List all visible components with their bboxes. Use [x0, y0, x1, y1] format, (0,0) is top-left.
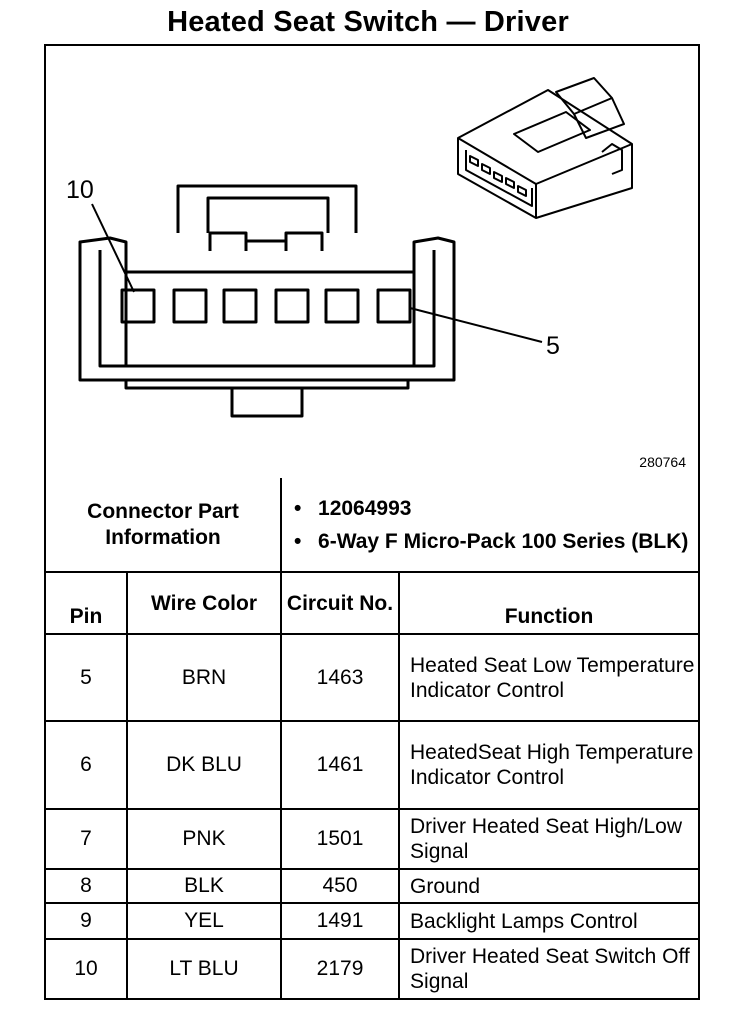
table-row: 8 BLK 450 Ground: [46, 868, 699, 904]
connector-info-label: Connector Part Information: [46, 478, 283, 573]
table-row: 9 YEL 1491 Backlight Lamps Control: [46, 902, 699, 940]
connector-drawing: [78, 77, 633, 418]
header-wire-color: Wire Color: [125, 571, 283, 635]
wire-color-cell: BRN: [125, 633, 283, 722]
function-cell: Heated Seat Low Temperature Indicator Co…: [398, 633, 699, 722]
callout-pin-first: 10: [66, 176, 94, 204]
function-cell: Driver Heated Seat High/Low Signal: [398, 808, 699, 870]
pin-cell: 6: [46, 720, 128, 810]
connector-info-item: • 6-Way F Micro-Pack 100 Series (BLK): [294, 529, 689, 553]
pin-cell: 10: [46, 938, 128, 998]
page-title: Heated Seat Switch — Driver: [167, 6, 569, 38]
connector-frame: 10 5 280764 Connector Part Information •…: [44, 44, 700, 1000]
header-pin: Pin: [46, 571, 128, 635]
circuit-cell: 2179: [280, 938, 401, 998]
wire-color-cell: LT BLU: [125, 938, 283, 998]
header-circuit-no: Circuit No.: [280, 571, 401, 635]
function-cell: HeatedSeat High Temperature Indicator Co…: [398, 720, 699, 810]
header-row: Pin Wire Color Circuit No. Function: [46, 571, 699, 635]
pinout-table: Connector Part Information • 12064993 • …: [46, 478, 699, 998]
table-row: 10 LT BLU 2179 Driver Heated Seat Switch…: [46, 938, 699, 998]
connector-info-list: • 12064993 • 6-Way F Micro-Pack 100 Seri…: [280, 478, 699, 573]
circuit-cell: 1463: [280, 633, 401, 722]
function-cell: Driver Heated Seat Switch Off Signal: [398, 938, 699, 998]
circuit-cell: 1461: [280, 720, 401, 810]
pin-cell: 5: [46, 633, 128, 722]
bullet-icon: •: [294, 496, 302, 520]
connector-info-item: • 12064993: [294, 496, 412, 520]
circuit-cell: 1491: [280, 902, 401, 940]
table-row: 7 PNK 1501 Driver Heated Seat High/Low S…: [46, 808, 699, 870]
pin-cell: 7: [46, 808, 128, 870]
wire-color-cell: PNK: [125, 808, 283, 870]
circuit-cell: 1501: [280, 808, 401, 870]
pin-cell: 9: [46, 902, 128, 940]
function-cell: Backlight Lamps Control: [398, 902, 699, 940]
bullet-icon: •: [294, 529, 302, 553]
wire-color-cell: BLK: [125, 868, 283, 904]
function-cell: Ground: [398, 868, 699, 904]
table-row: 6 DK BLU 1461 HeatedSeat High Temperatur…: [46, 720, 699, 810]
header-function: Function: [398, 571, 699, 635]
wire-color-cell: DK BLU: [125, 720, 283, 810]
circuit-cell: 450: [280, 868, 401, 904]
figure-number: 280764: [639, 454, 686, 470]
connector-figure: 10 5 280764: [46, 46, 698, 478]
connector-info-row: Connector Part Information • 12064993 • …: [46, 478, 699, 573]
table-row: 5 BRN 1463 Heated Seat Low Temperature I…: [46, 633, 699, 722]
wire-color-cell: YEL: [125, 902, 283, 940]
callout-pin-last: 5: [546, 332, 560, 360]
pin-cell: 8: [46, 868, 128, 904]
